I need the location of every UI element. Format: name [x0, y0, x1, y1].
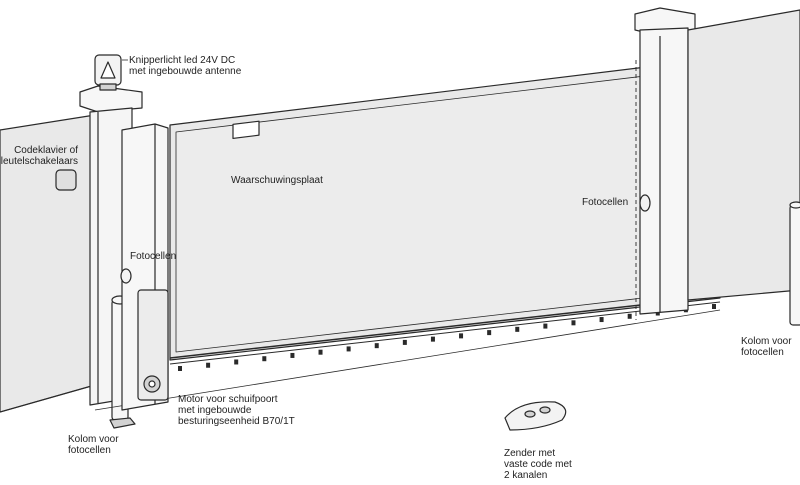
rack-tooth	[374, 343, 379, 349]
label-photocells-right: Fotocellen	[582, 197, 629, 208]
sliding-gate-panel	[169, 57, 721, 361]
right-wall	[687, 9, 800, 301]
label-warning-plate: Waarschuwingsplaat	[231, 175, 323, 186]
rack-tooth	[430, 336, 435, 342]
rack-tooth	[515, 326, 520, 332]
rack-tooth	[206, 362, 211, 368]
keypad-icon	[55, 169, 77, 191]
right-photocell-icon	[639, 194, 651, 212]
rack-tooth	[712, 304, 716, 309]
rack-tooth	[178, 366, 182, 371]
rack-tooth	[402, 339, 407, 345]
right-pillar	[634, 7, 696, 315]
rack-tooth	[487, 330, 492, 336]
rack-tooth	[346, 346, 351, 352]
motor-unit-icon	[137, 289, 169, 401]
rack-tooth	[459, 333, 464, 339]
rack-tooth	[262, 356, 267, 362]
gear-rack	[169, 295, 721, 365]
rack-tooth	[571, 320, 576, 326]
rack-tooth	[234, 359, 239, 365]
rack-tooth	[290, 352, 295, 358]
rack-tooth	[627, 313, 632, 319]
warning-plate-icon	[232, 120, 260, 139]
left-photocell-icon	[120, 268, 132, 284]
remote-transmitter-icon	[504, 401, 567, 431]
ground-line	[94, 309, 721, 411]
right-photocell-column	[789, 201, 800, 326]
rack-tooth	[599, 317, 604, 323]
rack-tooth	[318, 349, 323, 355]
flashing-light-icon	[94, 54, 122, 91]
label-photocells-left: Fotocellen	[130, 251, 177, 262]
rack-tooth	[543, 323, 548, 329]
